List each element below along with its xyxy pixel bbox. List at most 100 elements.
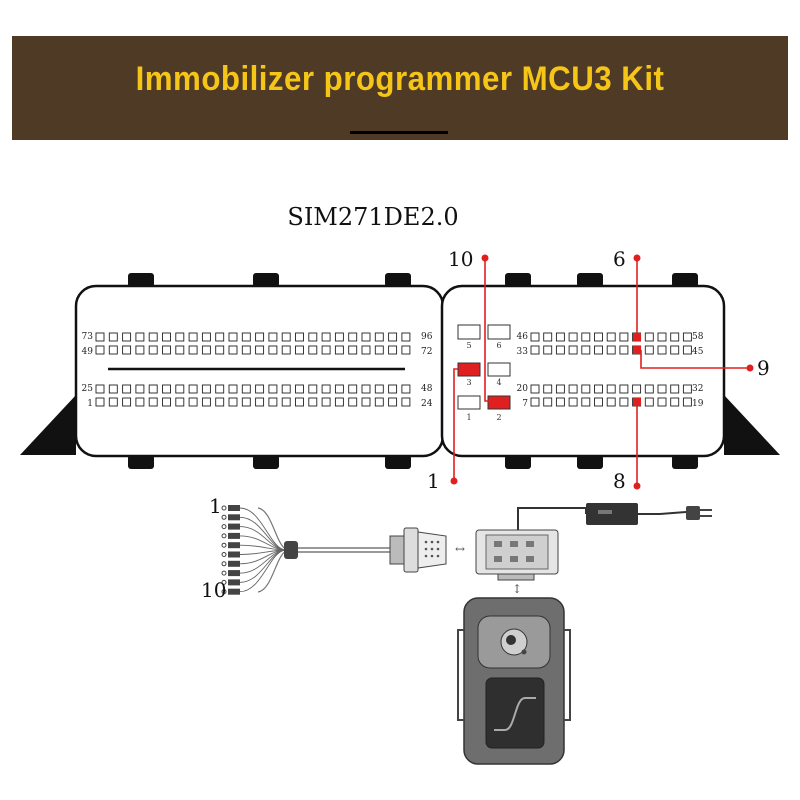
pin [594, 384, 603, 394]
pin [374, 397, 384, 407]
pin [108, 384, 118, 394]
pin-label-1: 1 [87, 399, 93, 409]
lead-clip [228, 505, 240, 511]
pin [555, 332, 565, 342]
pin [281, 332, 291, 342]
pin [348, 384, 358, 394]
pin-label-49: 49 [82, 347, 94, 357]
pin [568, 384, 578, 394]
pin-label-7: 7 [522, 399, 528, 409]
pin [228, 345, 238, 355]
lead-clip [228, 560, 240, 567]
module-6 [487, 324, 511, 340]
pin [348, 397, 358, 407]
connector-tab [253, 455, 279, 469]
double-arrow-left: ↔ [455, 542, 465, 556]
pin [581, 384, 591, 394]
lead-clip [228, 532, 240, 539]
pin [148, 332, 158, 342]
pin [606, 397, 616, 407]
pin [361, 397, 371, 407]
pin [321, 397, 331, 407]
pin [594, 345, 603, 355]
pin [348, 345, 358, 355]
pin [135, 384, 145, 394]
pin [308, 345, 318, 355]
module-4 [487, 362, 511, 377]
pin [215, 345, 225, 355]
pin [201, 397, 211, 407]
pin [108, 332, 118, 342]
right-bracket [724, 395, 780, 455]
pin [568, 345, 578, 355]
pin [401, 345, 411, 355]
callout-lines [453, 258, 750, 486]
pin [95, 332, 105, 342]
lead-terminal [221, 505, 227, 511]
cable-joint [284, 541, 298, 559]
pin [374, 345, 384, 355]
pin [308, 384, 318, 394]
pin-grid [95, 332, 692, 407]
pin [670, 345, 680, 355]
pin [606, 345, 616, 355]
pin [581, 397, 591, 407]
pin [530, 384, 540, 394]
pin [568, 397, 578, 407]
lead-wire [239, 507, 287, 551]
pin [148, 345, 158, 355]
pin [682, 384, 692, 394]
pin [162, 345, 171, 355]
pin-label-46: 46 [517, 332, 529, 342]
pin [175, 345, 185, 355]
pin [594, 332, 603, 342]
pin [215, 384, 225, 394]
callout-label-9: 9 [757, 356, 770, 380]
lead-clip [228, 551, 240, 558]
pin [175, 397, 185, 407]
pin [606, 332, 616, 342]
module-5 [457, 324, 481, 340]
connector-tab [577, 273, 603, 287]
pin [215, 397, 225, 407]
pin [543, 345, 553, 355]
pin-label-96: 96 [421, 332, 433, 342]
lead-clip [228, 579, 240, 586]
pin [308, 397, 318, 407]
plug-icon [686, 506, 712, 520]
cable-label-start: 1 [209, 494, 222, 518]
pin [644, 384, 654, 394]
pin [388, 345, 398, 355]
pin [530, 332, 540, 342]
pin [268, 332, 278, 342]
pin [188, 384, 198, 394]
callout-label-6: 6 [613, 247, 626, 271]
pin [543, 397, 553, 407]
pin [281, 384, 291, 394]
pin [401, 332, 411, 342]
connector-tab [128, 273, 154, 287]
pin-label-32: 32 [692, 384, 703, 394]
pin [241, 332, 251, 342]
connector-tab [505, 455, 531, 469]
callout-dots [450, 254, 754, 490]
pin [682, 345, 692, 355]
pin [581, 332, 591, 342]
pin [281, 397, 291, 407]
module-3 [457, 362, 481, 377]
pin-highlight-row2 [633, 346, 641, 354]
pin [201, 345, 211, 355]
pin [295, 397, 304, 407]
banner-underline [350, 131, 448, 134]
pin [543, 384, 553, 394]
lead-wire [239, 549, 287, 593]
lead-terminal [221, 533, 227, 539]
pin [268, 397, 278, 407]
pin [334, 345, 344, 355]
module-2 [487, 395, 511, 410]
callout-label-1: 1 [427, 469, 440, 493]
lead-wire [239, 526, 287, 551]
pin [228, 384, 238, 394]
pin [135, 397, 145, 407]
